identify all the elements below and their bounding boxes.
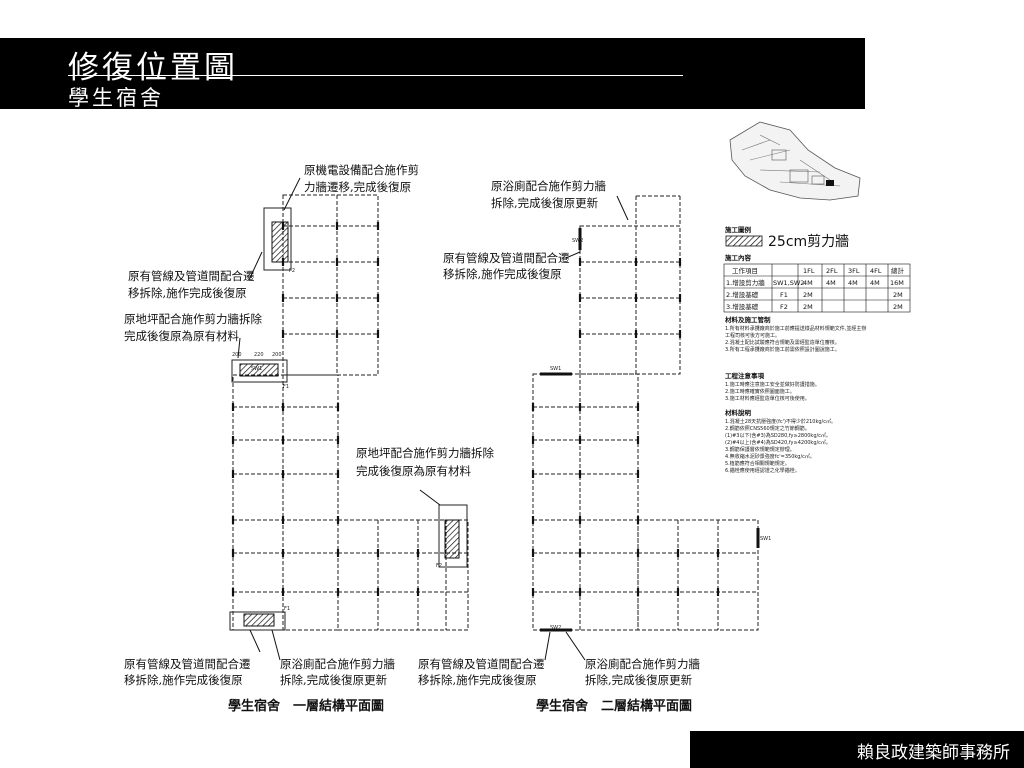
- table-header-2fl: 2FL: [826, 267, 838, 275]
- plan1-note-2a: 原有管線及管道間配合遷: [128, 269, 255, 283]
- table-header-item: 工作項目: [732, 266, 758, 275]
- plan1-note-5a: 原有管線及管道間配合遷: [124, 657, 251, 671]
- table-r1-4fl: 4M: [870, 279, 880, 287]
- table-r1-total: 16M: [890, 279, 904, 287]
- table-r3-total: 2M: [893, 303, 903, 311]
- materials-line-1: 1.所有材料承攬廠商於施工前應提送樣品材料規範文件,並經主辦: [725, 325, 866, 332]
- plan1-tag-f2b: F2: [436, 563, 442, 569]
- table-header-1fl: 1FL: [803, 267, 815, 275]
- materials-line-4: 3.所有工程承攬廠商於施工前需依照設計圖說施工。: [725, 346, 840, 353]
- plan2-note-2a: 原有管線及管道間配合遷: [443, 251, 570, 265]
- plan1-tag-f1: F1: [283, 384, 289, 390]
- plan2-note-3a: 原有管線及管道間配合遷: [418, 657, 545, 671]
- plan2-drawing: [531, 195, 760, 661]
- table-r1-2fl: 4M: [826, 279, 836, 287]
- table-header-total: 總計: [891, 266, 905, 275]
- plan1-note-5b: 移拆除,施作完成後復原: [124, 673, 243, 687]
- legend-contents-heading: 施工內容: [725, 253, 752, 262]
- header-bar: 修復位置圖 學生宿舍: [0, 38, 865, 110]
- table-r2-code: F1: [780, 291, 788, 299]
- plan2-note-1a: 原浴廁配合施作剪力牆: [491, 179, 606, 193]
- spec-line-4: (2)#4以上(含#4)為SD420,fy≥4200kg/c㎡。: [725, 439, 831, 446]
- legend-wall-label: 25cm剪力牆: [768, 234, 849, 250]
- table-r2-1fl: 2M: [803, 291, 813, 299]
- page-title: 修復位置圖: [68, 50, 238, 86]
- plan1-note-2b: 移拆除,施作完成後復原: [128, 286, 247, 300]
- plan2-tag-sw1: SW1: [550, 366, 561, 372]
- table-r2-item: 2.增設基礎: [726, 290, 759, 299]
- plan2-caption: 學生宿舍 二層結構平面圖: [536, 698, 692, 714]
- table-header-3fl: 3FL: [848, 267, 860, 275]
- spec-line-2: 2.鋼筋依照CNS560規定之竹節鋼筋。: [725, 425, 810, 432]
- plan2-note-2b: 移拆除,施作完成後復原: [443, 267, 562, 281]
- plan2-tag-sw1b: SW1: [760, 536, 771, 542]
- plan1-note-1b: 力牆遷移,完成後復原: [304, 180, 411, 194]
- table-r3-item: 3.增設基礎: [726, 302, 759, 311]
- plan1-tag-sw1: SW1: [251, 366, 262, 372]
- spec-heading: 材料說明: [724, 408, 752, 417]
- plan2-note-4b: 拆除,完成後復原更新: [585, 673, 693, 687]
- table-r3-1fl: 2M: [803, 303, 813, 311]
- table-r3-code: F2: [780, 303, 788, 311]
- spec-line-7: 5.植筋應符合相關規範規定。: [725, 460, 790, 467]
- notes-heading: 工程注意事項: [725, 371, 765, 380]
- plan2-tag-sw2: SW2: [572, 238, 583, 244]
- plan2-note-4a: 原浴廁配合施作剪力牆: [585, 657, 700, 671]
- spec-line-1: 1.混凝土28天抗壓強度(fc')不得少於210kg/c㎡。: [725, 418, 836, 425]
- plan1-note-1a: 原機電設備配合施作剪: [304, 163, 419, 177]
- spec-line-5: 3.鋼筋保護層依規範規定辦理。: [725, 446, 795, 453]
- work-table: [723, 263, 911, 313]
- spec-line-6: 4.無收縮水泥砂漿強度fc'=350kg/c㎡。: [725, 453, 815, 460]
- table-r1-item: 1.增設剪力牆: [726, 278, 765, 287]
- page-subtitle: 學生宿舍: [68, 86, 164, 110]
- plan1-tag-f1b: F1: [284, 606, 290, 612]
- materials-line-2: 工程司核可後方可施工。: [725, 332, 780, 339]
- notes-line-3: 3.施工材料應經監造單位核可後使用。: [725, 395, 810, 402]
- firm-name: 賴良政建築師事務所: [857, 743, 1010, 763]
- plan2-note-3b: 移拆除,施作完成後復原: [418, 673, 537, 687]
- table-r1-1fl: 4M: [803, 279, 813, 287]
- table-r2-total: 2M: [893, 291, 903, 299]
- table-header-4fl: 4FL: [870, 267, 882, 275]
- spec-line-8: 6.錨栓應使用經認證之化學錨栓。: [725, 467, 800, 474]
- plan1-note-3b: 完成後復原為原有材料: [124, 329, 239, 343]
- title-underline: [68, 75, 683, 76]
- legend-block: 施工圖例 25cm剪力牆 施工內容 工作項目 1FL 2FL 3FL 4FL 總…: [723, 225, 911, 474]
- plan1-note-4b: 完成後復原為原有材料: [356, 464, 471, 478]
- spec-line-3: (1)#3以下(含#3)為SD280,fy≥2800kg/c㎡。: [725, 432, 831, 439]
- plan1-tag-f2: F2: [289, 268, 295, 274]
- plan1-drawing: [229, 177, 469, 661]
- plan1-note-6b: 拆除,完成後復原更新: [280, 673, 388, 687]
- plan2-tag-sw2b: SW2: [550, 625, 561, 631]
- plan1-note-4a: 原地坪配合施作剪力牆拆除: [356, 446, 494, 460]
- plan1-note-3a: 原地坪配合施作剪力牆拆除: [124, 312, 262, 326]
- plan1-note-6a: 原浴廁配合施作剪力牆: [280, 657, 395, 671]
- legend-wall-swatch: [725, 235, 763, 247]
- plan1-dim-1: 200: [232, 352, 242, 358]
- site-map-thumbnail: [729, 121, 861, 201]
- materials-heading: 材料及施工管制: [724, 315, 771, 324]
- plan1-dim-3: 200: [272, 352, 282, 358]
- footer-bar: 賴良政建築師事務所: [690, 731, 1024, 768]
- notes-line-2: 2.施工時應確實依照圖面施工。: [725, 388, 795, 395]
- plan1-dim-2: 220: [254, 352, 264, 358]
- table-r1-3fl: 4M: [848, 279, 858, 287]
- legend-heading: 施工圖例: [725, 225, 752, 234]
- materials-line-3: 2.混凝土配比試驗應符合規範及需經監造單位審核。: [725, 339, 840, 346]
- plan1-caption: 學生宿舍 一層結構平面圖: [228, 698, 384, 714]
- notes-line-1: 1.施工時應注意施工安全並做好防護措施。: [725, 381, 820, 388]
- table-r1-code: SW1,SW2: [773, 279, 804, 287]
- plan2-note-1b: 拆除,完成後復原更新: [491, 196, 599, 210]
